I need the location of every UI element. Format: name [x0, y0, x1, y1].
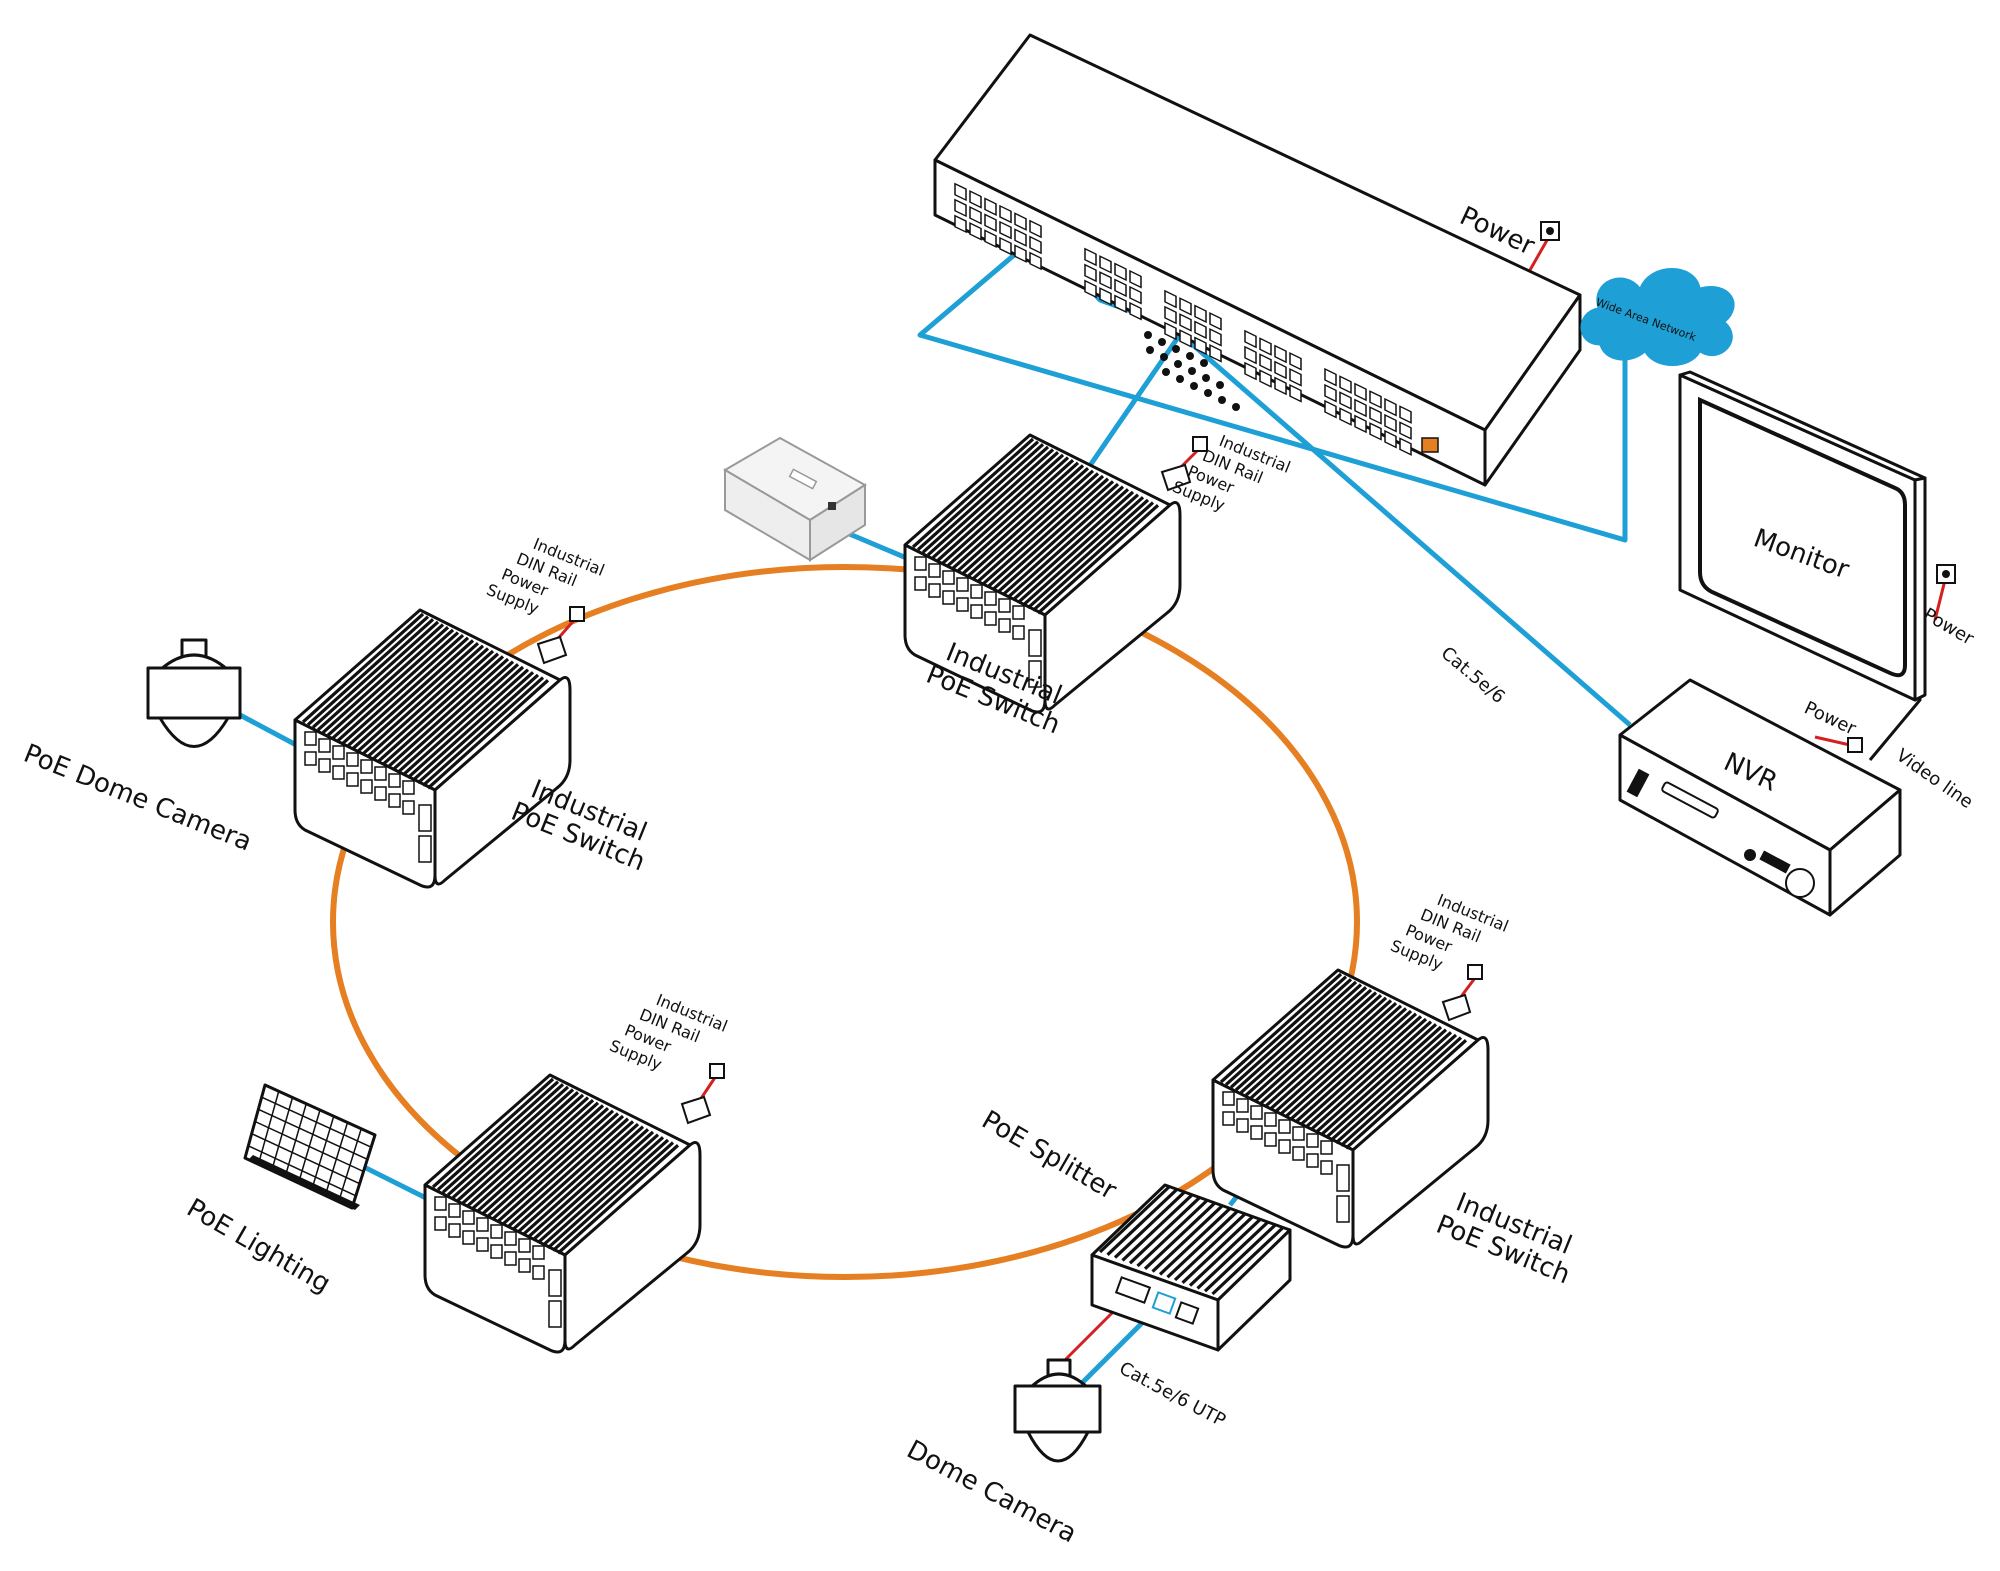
- cloud-icon: [1580, 268, 1735, 366]
- core-switch-power-outlet: [1540, 221, 1560, 241]
- led-panel-icon: [243, 1083, 377, 1210]
- monitor-power-outlet: [1936, 564, 1956, 584]
- monitor-power-label: Power: [1920, 604, 1978, 650]
- poe-splitter-label: PoE Splitter: [977, 1105, 1122, 1206]
- power-monitor: [1933, 579, 1947, 621]
- industrial-switch-icon: [293, 608, 572, 889]
- cat-utp-label: Cat.5e/6 UTP: [1116, 1358, 1229, 1432]
- power-psu-bottom: [698, 1075, 718, 1101]
- monitor-icon: [1678, 370, 1927, 702]
- din-rail-psu-icon: [536, 463, 1472, 1125]
- nvr-power-label: Power: [1801, 697, 1860, 739]
- psu-label-left: Industrial DIN Rail Power Supply: [484, 534, 607, 618]
- industrial-switch-icon: [903, 433, 1182, 714]
- psu-power-outlets: [569, 436, 1483, 1079]
- poe-lighting-label: PoE Lighting: [182, 1193, 336, 1299]
- industrial-switch-icon: [1211, 968, 1490, 1249]
- psu-label-right: Industrial DIN Rail Power Supply: [1388, 890, 1511, 974]
- power-psu-right: [1458, 977, 1477, 999]
- dome-camera-icon-left: [146, 638, 242, 748]
- switch-label-right: Industrial PoE Switch: [1432, 1187, 1576, 1290]
- power-nvr: [1814, 735, 1851, 747]
- nvr-icon: [1618, 678, 1902, 917]
- cat-cable-label: Cat.5e/6: [1437, 643, 1509, 708]
- cable-core-to-top-switch: [1077, 318, 1193, 482]
- plc-controller-icon: [723, 436, 867, 562]
- rack-switch-icon: [933, 33, 1582, 487]
- cable-core-to-wan: [917, 248, 1628, 543]
- poe-dome-camera-label: PoE Dome Camera: [19, 739, 255, 858]
- industrial-switch-icon: [423, 1073, 702, 1354]
- poe-splitter-icon: [1090, 1183, 1292, 1352]
- nvr-power-outlet: [1847, 737, 1863, 753]
- fiber-ring: [330, 564, 1360, 1280]
- dome-camera-icon-bottom: [1013, 1358, 1102, 1463]
- video-line-label: Video line: [1892, 745, 1977, 813]
